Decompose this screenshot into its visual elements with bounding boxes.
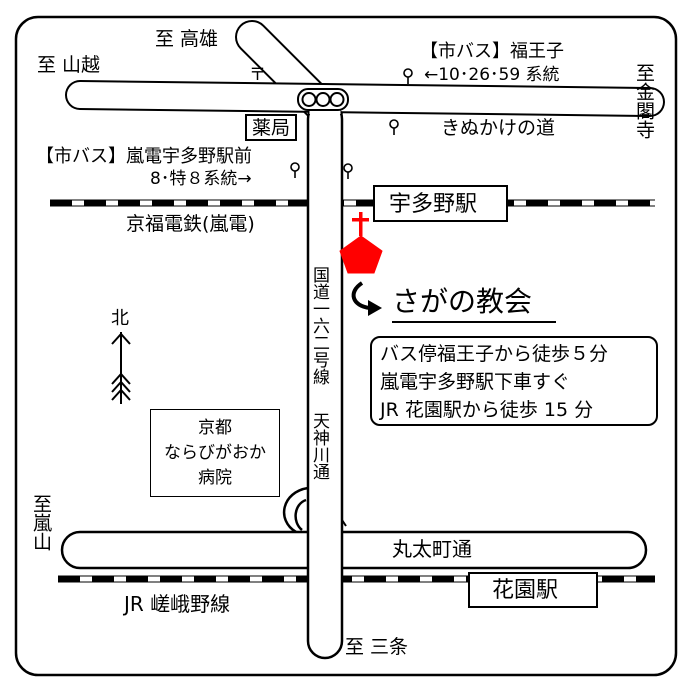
utano-station-box: 宇多野駅 — [373, 185, 508, 222]
label-tenjingawa: 天神川通 — [309, 412, 329, 480]
road-kinukake — [67, 82, 663, 115]
access-info-box: バス停福王子から徒歩５分 嵐電宇多野駅下車すぐ JR 花園駅から徒歩 15 分 — [370, 336, 658, 426]
label-marutamachi: 丸太町通 — [392, 537, 472, 561]
label-keifuku: 京福電鉄(嵐電) — [126, 213, 255, 235]
label-hanazono-station: 花園駅 — [492, 578, 559, 603]
label-jr-sagano: JR 嵯峨野線 — [124, 592, 231, 616]
access-info-line: JR 花園駅から徒歩 15 分 — [380, 399, 594, 421]
road-junction-mask — [309, 530, 341, 570]
label-route162: 国道一六二号線 — [309, 266, 329, 385]
access-info-line: 嵐電宇多野駅下車すぐ — [380, 371, 571, 393]
bus-stop-icon — [290, 162, 300, 178]
label-hospital: 京都 ならびがおか 病院 — [164, 418, 266, 488]
label-utano-station: 宇多野駅 — [389, 192, 478, 217]
label-city-bus-fukuouji: 【市バス】福王子 — [420, 41, 564, 62]
road-bend-outer — [282, 486, 309, 534]
label-kinukake-road: きぬかけの道 — [441, 117, 556, 139]
road-bend-inner — [294, 498, 307, 531]
hanazono-station-box: 花園駅 — [468, 572, 598, 608]
label-pharmacy: 薬局 — [252, 117, 291, 139]
church-pin-icon — [339, 212, 383, 274]
label-to-yamagoe: 至 山越 — [37, 54, 101, 76]
label-city-bus-randen: 【市バス】嵐電宇多野駅前 — [36, 146, 252, 167]
label-to-takao: 至 高雄 — [155, 28, 219, 50]
traffic-light-icon — [297, 88, 349, 111]
road-marutamachi — [60, 530, 648, 570]
road-tick — [341, 519, 347, 527]
label-to-kinkakuji: 至金閣寺 — [633, 63, 655, 139]
north-arrow-icon — [111, 332, 131, 404]
label-randen-routes: 8･特８系統→ — [150, 169, 252, 189]
bus-stop-icon — [343, 163, 353, 179]
pharmacy-box: 薬局 — [245, 114, 297, 141]
label-church-name: さがの教会 — [392, 285, 533, 318]
hospital-box: 京都 ならびがおか 病院 — [150, 409, 280, 497]
label-to-arashiyama: 至嵐山 — [30, 494, 52, 551]
direction-arrow-icon — [351, 281, 371, 310]
direction-arrow-head — [368, 300, 382, 316]
bus-stop-icon — [389, 119, 399, 135]
map-frame — [14, 15, 678, 677]
post-office-mark: 〒 — [249, 65, 266, 85]
label-north: 北 — [111, 308, 129, 329]
label-fukuouji-routes: ←10･26･59 系統 — [424, 65, 560, 85]
access-info-line: バス停福王子から徒歩５分 — [380, 343, 609, 365]
bus-stop-icon — [403, 68, 413, 84]
label-to-sanjo: 至 三条 — [345, 636, 409, 658]
